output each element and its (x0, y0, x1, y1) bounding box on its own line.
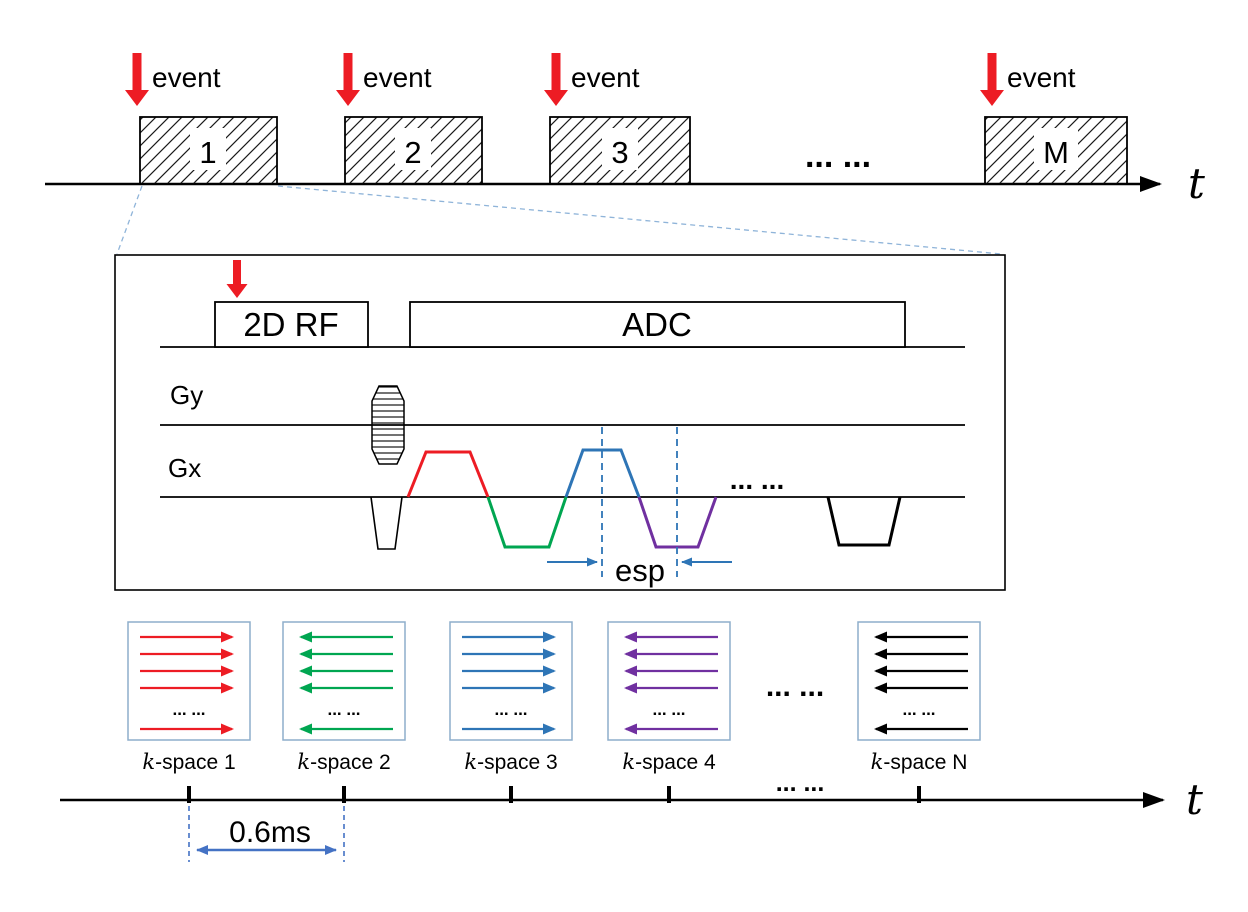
kspace-label-k: k (622, 750, 635, 774)
gx-lobe-echo3 (564, 448, 641, 498)
kspace-box-frame (282, 621, 406, 741)
event-arrow-icon (336, 53, 360, 106)
kspace-box-frame (127, 621, 251, 741)
kspace-arrows (874, 631, 968, 735)
kspace-label: k-space 1 (142, 750, 235, 774)
kspace-box-frame (449, 621, 573, 741)
kspace-arrows (299, 631, 393, 735)
zoom-box (114, 254, 1006, 591)
kspace-dots: ... ... (902, 700, 935, 719)
kspace-dots: ... ... (327, 700, 360, 719)
event-label: event (363, 62, 432, 93)
spacing-label: 0.6ms (229, 816, 311, 849)
kspace-arrows (462, 631, 556, 735)
kspace-box-frame (607, 621, 731, 741)
gy-blip-gradient (371, 385, 405, 465)
kspace-box-3: ... ... k-space 3 (449, 621, 573, 774)
event-block-number: 3 (611, 135, 628, 170)
kspace-label-k: k (142, 750, 155, 774)
event-arrow-icon (544, 53, 568, 106)
kspace-label-rest: -space 2 (310, 751, 391, 774)
gy-axis-label: Gy (170, 380, 203, 410)
event-block-number: M (1043, 135, 1069, 170)
pulse-sequence-panel: 2D RF ADC Gy Gx ... ... esp (114, 254, 1006, 591)
ellipsis: ... ... (730, 464, 784, 495)
ellipsis: ... ... (776, 769, 825, 797)
zoom-connector-right (277, 185, 1002, 255)
kspace-arrows (624, 631, 718, 735)
rf-pulse-box (214, 301, 369, 348)
kspace-label: k-space 3 (464, 750, 557, 774)
rf-pulse-label: 2D RF (243, 306, 338, 343)
kspace-dots: ... ... (494, 700, 527, 719)
kspace-label: k-space 2 (297, 750, 390, 774)
event-block-label-bg (1034, 128, 1078, 170)
kspace-time-axis-label: t (1186, 775, 1203, 824)
gx-lobe-echo2 (486, 496, 568, 549)
gx-lobe-echo1 (406, 450, 490, 498)
kspace-dots: ... ... (172, 700, 205, 719)
event-arrow-icon (125, 53, 149, 106)
event-arrow-icon (980, 53, 1004, 106)
kspace-label-rest: -space 4 (635, 751, 716, 774)
kspace-label-rest: -space 1 (155, 751, 236, 774)
esp-annotation (547, 427, 732, 577)
event-label: event (571, 62, 640, 93)
kspace-label: k-space 4 (622, 750, 716, 774)
esp-label: esp (615, 553, 665, 588)
event-block-label-bg (602, 128, 638, 170)
event-block-label-bg (395, 128, 431, 170)
gx-prephaser-lobe (370, 496, 403, 550)
kspace-arrows (140, 631, 234, 735)
kspace-label-rest: -space N (883, 751, 967, 774)
adc-window-box (409, 301, 906, 348)
kspace-box-N: ... ... k-space N (857, 621, 981, 774)
event-arrow-icon (226, 260, 248, 298)
event-label: event (152, 62, 221, 93)
event-timeline: t event event event event 1 2 3 M ... ..… (45, 53, 1205, 208)
event-label: event (1007, 62, 1076, 93)
kspace-label-rest: -space 3 (477, 751, 558, 774)
kspace-label: k-space N (871, 750, 968, 774)
kspace-box-4: ... ... k-space 4 (607, 621, 731, 774)
kspace-dots: ... ... (652, 700, 685, 719)
kspace-box-2: ... ... k-space 2 (282, 621, 406, 774)
gx-axis-label: Gx (168, 453, 201, 483)
ellipsis: ... ... (805, 137, 871, 175)
ellipsis: ... ... (766, 670, 824, 703)
kspace-box-1: ... ... k-space 1 (127, 621, 251, 774)
kspace-label-k: k (871, 750, 884, 774)
event-block-number: 2 (404, 135, 421, 170)
spacing-annotation (188, 806, 345, 862)
event-block-number: 1 (199, 135, 216, 170)
event-block-label-bg (190, 128, 226, 170)
gx-lobe-echoN (826, 496, 902, 547)
adc-window-label: ADC (622, 306, 692, 343)
kspace-label-k: k (464, 750, 477, 774)
zoom-connector-left (116, 185, 143, 255)
time-axis-label: t (1188, 159, 1205, 208)
kspace-panel: ... ... k-space 1 ... ... k-space 2 (60, 621, 1203, 862)
kspace-box-frame (857, 621, 981, 741)
kspace-label-k: k (297, 750, 310, 774)
